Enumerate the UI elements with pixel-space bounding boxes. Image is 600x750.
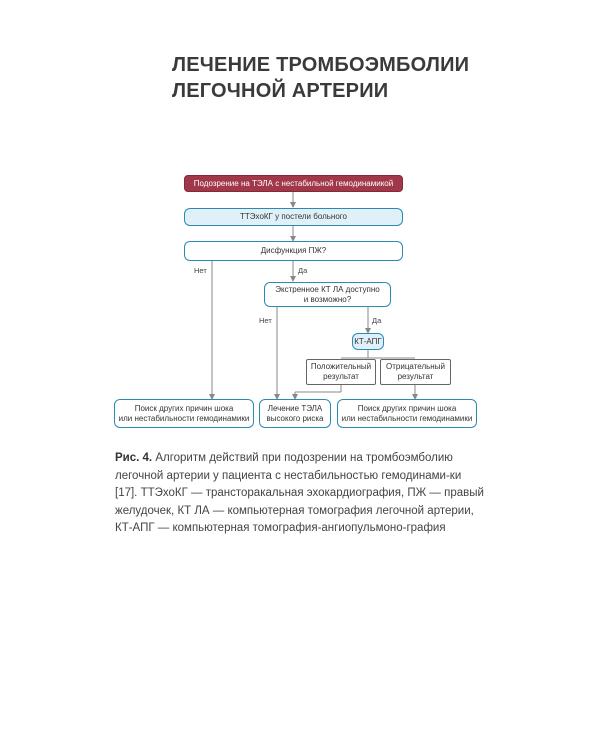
node-negative-result: Отрицательный результат <box>380 359 451 385</box>
node-treatment-high-risk: Лечение ТЭЛА высокого риска <box>259 399 331 428</box>
node-positive-result: Положительный результат <box>306 359 376 385</box>
node-suspicion: Подозрение на ТЭЛА с нестабильной гемоди… <box>184 175 403 192</box>
node-ct-available: Экстренное КТ ЛА доступно и возможно? <box>264 282 391 307</box>
figure-caption: Рис. 4. Алгоритм действий при подозрении… <box>115 450 485 538</box>
page-title-line-1: ЛЕЧЕНИЕ ТРОМБОЭМБОЛИИ <box>172 54 470 76</box>
figure-caption-text: Алгоритм действий при подозрении на тром… <box>115 452 484 534</box>
label-yes-1: Да <box>298 266 308 275</box>
figure-label: Рис. 4. <box>115 452 153 464</box>
label-no-2: Нет <box>259 316 272 325</box>
node-other-causes-right: Поиск других причин шока или нестабильно… <box>337 399 477 428</box>
page-title: ЛЕЧЕНИЕ ТРОМБОЭМБОЛИИ ЛЕГОЧНОЙ АРТЕРИИ <box>172 52 472 104</box>
node-echo: ТТЭхоКГ у постели больного <box>184 208 403 226</box>
label-yes-2: Да <box>372 316 382 325</box>
page-title-line-2: ЛЕГОЧНОЙ АРТЕРИИ <box>172 80 389 102</box>
node-rv-dysfunction: Дисфункция ПЖ? <box>184 241 403 261</box>
node-other-causes-left: Поиск других причин шока или нестабильно… <box>114 399 254 428</box>
node-ctpa: КТ-АПГ <box>352 333 384 350</box>
label-no-1: Нет <box>194 266 207 275</box>
